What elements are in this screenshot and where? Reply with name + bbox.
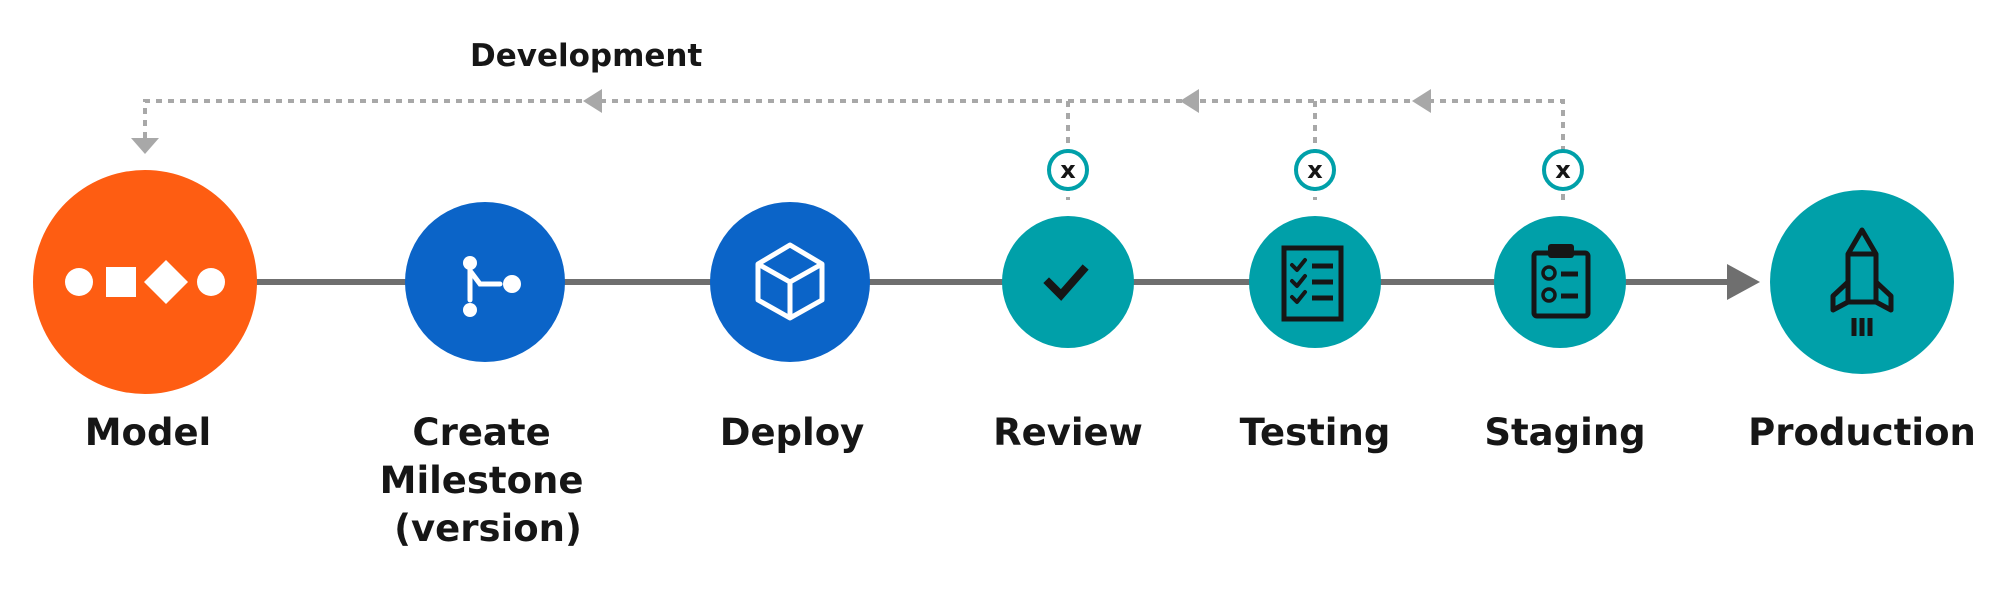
testing-gate: x: [1294, 149, 1336, 191]
checklist-icon: [1281, 245, 1344, 322]
staging-gate-x: x: [1555, 156, 1571, 184]
stage-label-staging: Staging: [1484, 411, 1645, 454]
stage-staging: Staging: [1484, 216, 1646, 454]
review-gate-x: x: [1060, 156, 1076, 184]
checkmark-icon: [1043, 264, 1089, 301]
stage-production: Production: [1748, 190, 1976, 454]
loop-arrow-down: [131, 138, 159, 154]
loop-arrow-1: [1412, 89, 1431, 113]
staging-node: [1494, 216, 1626, 348]
development-label: Development: [470, 38, 702, 74]
cube-icon: [755, 242, 825, 321]
branch-icon: [463, 256, 521, 317]
stage-label-production: Production: [1748, 411, 1976, 454]
loop-arrow-2: [1180, 89, 1199, 113]
stage-label-milestone: Create Milestone (version): [380, 411, 597, 550]
stage-label-deploy: Deploy: [720, 411, 865, 454]
staging-gate: x: [1542, 149, 1584, 191]
development-loop: [143, 99, 1565, 200]
pipeline-arrowhead: [1727, 264, 1760, 300]
stage-label-model: Model: [85, 411, 212, 454]
stage-model: Model: [33, 170, 257, 454]
loop-arrow-3: [583, 89, 602, 113]
stage-review: Review: [993, 216, 1143, 454]
stage-milestone: Create Milestone (version): [380, 202, 597, 550]
production-node: [1770, 190, 1954, 374]
testing-gate-x: x: [1307, 156, 1323, 184]
rocket-icon: [1830, 227, 1894, 336]
stage-label-testing: Testing: [1240, 411, 1391, 454]
stage-label-review: Review: [993, 411, 1143, 454]
review-gate: x: [1047, 149, 1089, 191]
loop-arrowheads: [131, 89, 1431, 154]
stage-deploy: Deploy: [710, 202, 870, 454]
shapes-icon: [65, 260, 225, 304]
clipboard-check-icon: [1531, 244, 1591, 319]
stage-testing: Testing: [1240, 216, 1391, 454]
